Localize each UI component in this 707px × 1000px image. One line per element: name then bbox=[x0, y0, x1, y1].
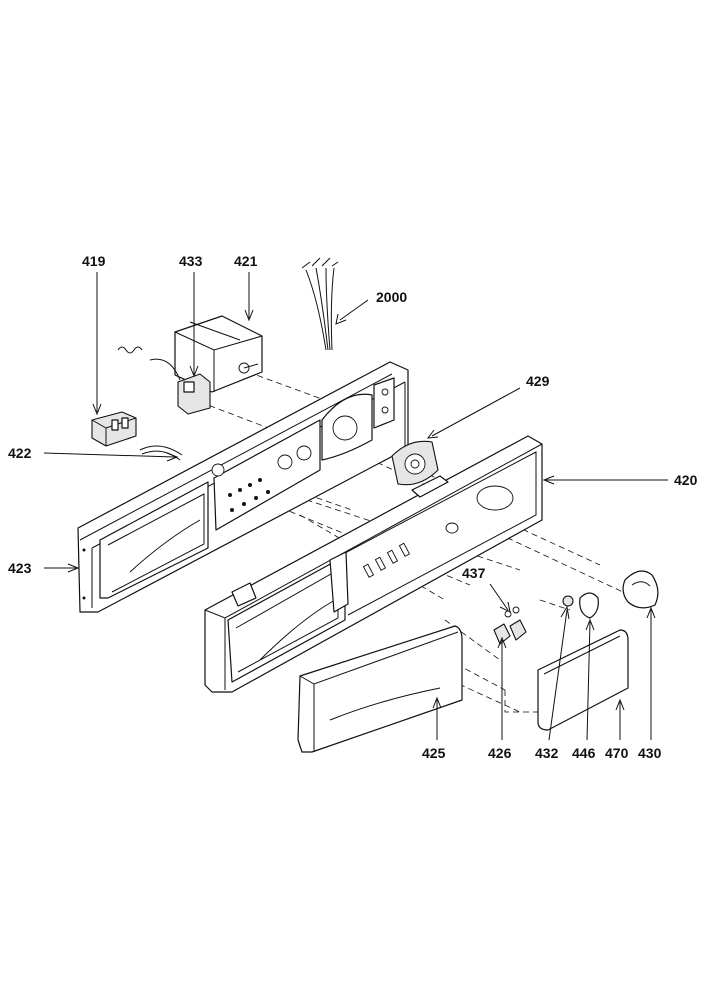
callout-433: 433 bbox=[179, 253, 203, 269]
callout-419: 419 bbox=[82, 253, 106, 269]
callout-429: 429 bbox=[526, 373, 550, 389]
rear-panel-bracket bbox=[77, 361, 409, 613]
callout-423: 423 bbox=[8, 560, 32, 576]
callout-422: 422 bbox=[8, 445, 32, 461]
selector-429 bbox=[391, 440, 439, 486]
callout-437: 437 bbox=[462, 565, 486, 581]
callout-432: 432 bbox=[535, 745, 559, 761]
callout-2000: 2000 bbox=[376, 289, 407, 305]
callout-430: 430 bbox=[638, 745, 662, 761]
callout-425: 425 bbox=[422, 745, 446, 761]
callout-421: 421 bbox=[234, 253, 258, 269]
callout-labels: 419 433 421 2000 429 420 422 423 437 425… bbox=[8, 253, 698, 761]
timer-module bbox=[117, 315, 263, 415]
knob-parts bbox=[562, 570, 659, 619]
drawer-front-425 bbox=[297, 625, 463, 753]
callout-446: 446 bbox=[572, 745, 596, 761]
callout-470: 470 bbox=[605, 745, 629, 761]
front-control-panel bbox=[204, 435, 543, 693]
callout-426: 426 bbox=[488, 745, 512, 761]
callout-420: 420 bbox=[674, 472, 698, 488]
wiring-harness bbox=[301, 257, 339, 351]
leader-lines bbox=[43, 272, 668, 741]
panel-insert-470 bbox=[537, 629, 629, 731]
wire-422 bbox=[139, 445, 183, 461]
switch-419 bbox=[91, 411, 137, 447]
